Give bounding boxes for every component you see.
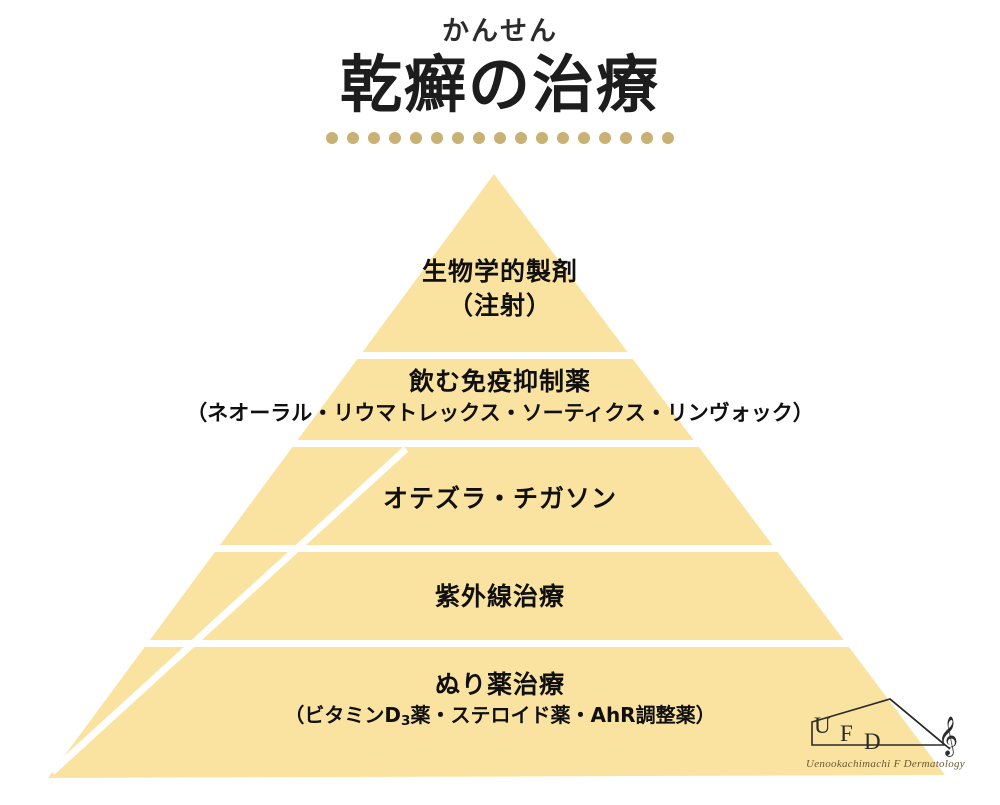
divider-dot (599, 132, 611, 145)
treble-clef-icon: 𝄞 (938, 716, 958, 757)
tier-divider (48, 352, 945, 359)
tier-divider (48, 640, 945, 647)
divider-dot (452, 132, 464, 145)
divider-dot (536, 132, 548, 145)
tier-divider (48, 440, 945, 447)
divider-dot (347, 132, 359, 145)
tier-divider (48, 545, 945, 552)
pyramid-body (48, 174, 945, 778)
divider-dot (662, 132, 674, 145)
logo-letter-d: D (864, 729, 881, 754)
title-block: かんせん 乾癬の治療 (0, 0, 1000, 145)
logo-letter-u: U (814, 713, 831, 738)
logo-letter-f: F (840, 721, 853, 746)
divider-dot (389, 132, 401, 145)
title-furigana: かんせん (442, 16, 558, 47)
pyramid-dividers (48, 352, 945, 775)
divider-dot (557, 132, 569, 145)
logo-caption: Uenookachimachi F Dermatology (806, 758, 965, 770)
divider-dot (368, 132, 380, 145)
clinic-logo-mark: U F D 𝄞 Uenookachimachi F Dermatology (806, 698, 965, 770)
divider-dot (578, 132, 590, 145)
divider-dot (410, 132, 422, 145)
page-title: 乾癬の治療 (339, 48, 660, 121)
divider-dot (326, 132, 338, 145)
decorative-dot-divider (0, 131, 1000, 145)
divider-dot (620, 132, 632, 145)
clinic-logo: U F D 𝄞 Uenookachimachi F Dermatology (800, 697, 975, 787)
divider-dot (641, 132, 653, 145)
divider-dot (431, 132, 443, 145)
logo-slant-line (889, 698, 951, 750)
divider-dot (515, 132, 527, 145)
divider-dot (494, 132, 506, 145)
divider-dot (473, 132, 485, 145)
pyramid-diagonal-accent (49, 446, 409, 775)
